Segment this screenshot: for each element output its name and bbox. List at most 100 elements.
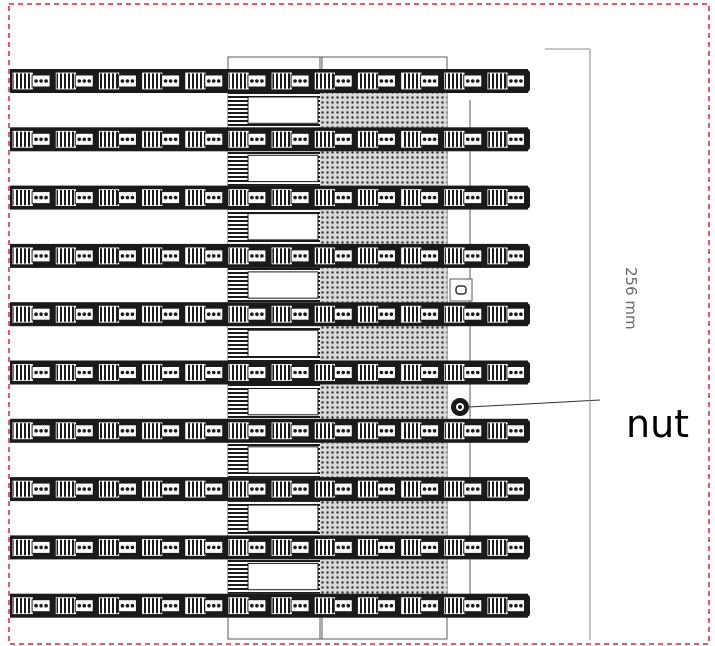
link-bolt (519, 254, 523, 258)
nut-leader-line (468, 399, 601, 408)
link-bolt (341, 429, 346, 433)
link-hatch (228, 597, 249, 615)
link-bolt (336, 545, 341, 550)
link-hatch (444, 539, 465, 556)
link-hatch (228, 305, 249, 323)
link-hatch (98, 364, 120, 381)
link-bolt (163, 429, 168, 433)
link-hatch (142, 305, 163, 323)
rod (10, 127, 530, 152)
link-bolt (475, 603, 480, 608)
link-bolt (125, 370, 130, 375)
link-bolt (173, 137, 178, 142)
link-bolt (293, 254, 297, 258)
link-bolt (39, 254, 43, 258)
link-bolt (293, 545, 297, 550)
link-bolt (216, 545, 221, 550)
link-bolt (260, 429, 264, 433)
link-bolt (173, 429, 178, 433)
link-bolt (130, 137, 135, 142)
link-hatch (55, 364, 76, 381)
rod (10, 535, 530, 560)
link-bolt (509, 545, 513, 550)
link-bolt (206, 487, 211, 491)
link-bolt (298, 79, 302, 83)
link-bolt (422, 254, 427, 258)
link-bolt (389, 603, 394, 608)
link-bolt (298, 603, 302, 608)
link-bolt (379, 487, 384, 491)
link-bolt (293, 195, 297, 200)
link-bolt (255, 312, 259, 317)
link-bolt (87, 545, 92, 550)
nut-callout-label: nut (626, 402, 689, 446)
link-bolt (250, 312, 254, 317)
link-bolt (250, 254, 254, 258)
link-bolt (384, 79, 389, 83)
link-bolt (211, 370, 216, 375)
link-bolt (34, 545, 38, 550)
link-bolt (44, 487, 48, 491)
link-hatch (357, 422, 379, 440)
rod (10, 69, 530, 93)
link-bolt (82, 195, 87, 200)
link-bolt (260, 603, 264, 608)
spacer-window (247, 329, 319, 358)
link-bolt (470, 312, 475, 317)
link-bolt (427, 312, 432, 317)
link-bolt (336, 137, 341, 142)
link-bolt (168, 79, 173, 83)
link-bolt (379, 79, 384, 83)
link-bolt (173, 370, 178, 375)
link-bolt (422, 79, 427, 83)
link-bolt (206, 137, 211, 142)
link-bolt (519, 312, 523, 317)
link-bolt (427, 137, 432, 142)
link-hatch (357, 247, 379, 265)
link-bolt (465, 79, 470, 83)
link-hatch (142, 364, 163, 381)
link-bolt (130, 429, 135, 433)
link-bolt (389, 370, 394, 375)
link-bolt (384, 370, 389, 375)
link-bolt (39, 545, 43, 550)
link-bolt (293, 370, 297, 375)
link-bolt (173, 545, 178, 550)
link-bolt (34, 79, 38, 83)
link-bolt (514, 429, 518, 433)
link-bolt (514, 137, 518, 142)
link-hatch (271, 72, 292, 90)
link-bolt (341, 79, 346, 83)
link-hatch (271, 422, 292, 440)
link-bolt (216, 370, 221, 375)
link-hatch (401, 480, 422, 498)
link-bolt (173, 79, 178, 83)
link-bolt (255, 79, 259, 83)
link-hatch (98, 422, 120, 440)
link-bolt (255, 603, 259, 608)
link-bolt (44, 195, 48, 200)
link-bolt (293, 429, 297, 433)
link-hatch (444, 130, 465, 148)
link-bolt (509, 429, 513, 433)
link-hatch (185, 247, 206, 265)
link-bolt (168, 195, 173, 200)
link-bolt (44, 312, 48, 317)
link-bolt (427, 254, 432, 258)
link-hatch (314, 72, 335, 90)
link-bolt (163, 545, 168, 550)
link-hatch (228, 130, 249, 148)
link-bolt (216, 254, 221, 258)
link-hatch (12, 130, 33, 148)
link-bolt (346, 487, 351, 491)
link-bolt (422, 370, 427, 375)
link-bolt (475, 370, 480, 375)
link-bolt (120, 79, 125, 83)
link-hatch (444, 364, 465, 381)
link-bolt (509, 370, 513, 375)
link-hatch (185, 364, 206, 381)
page-border (8, 3, 710, 645)
link-bolt (211, 254, 216, 258)
link-hatch (401, 364, 422, 381)
link-bolt (39, 137, 43, 142)
